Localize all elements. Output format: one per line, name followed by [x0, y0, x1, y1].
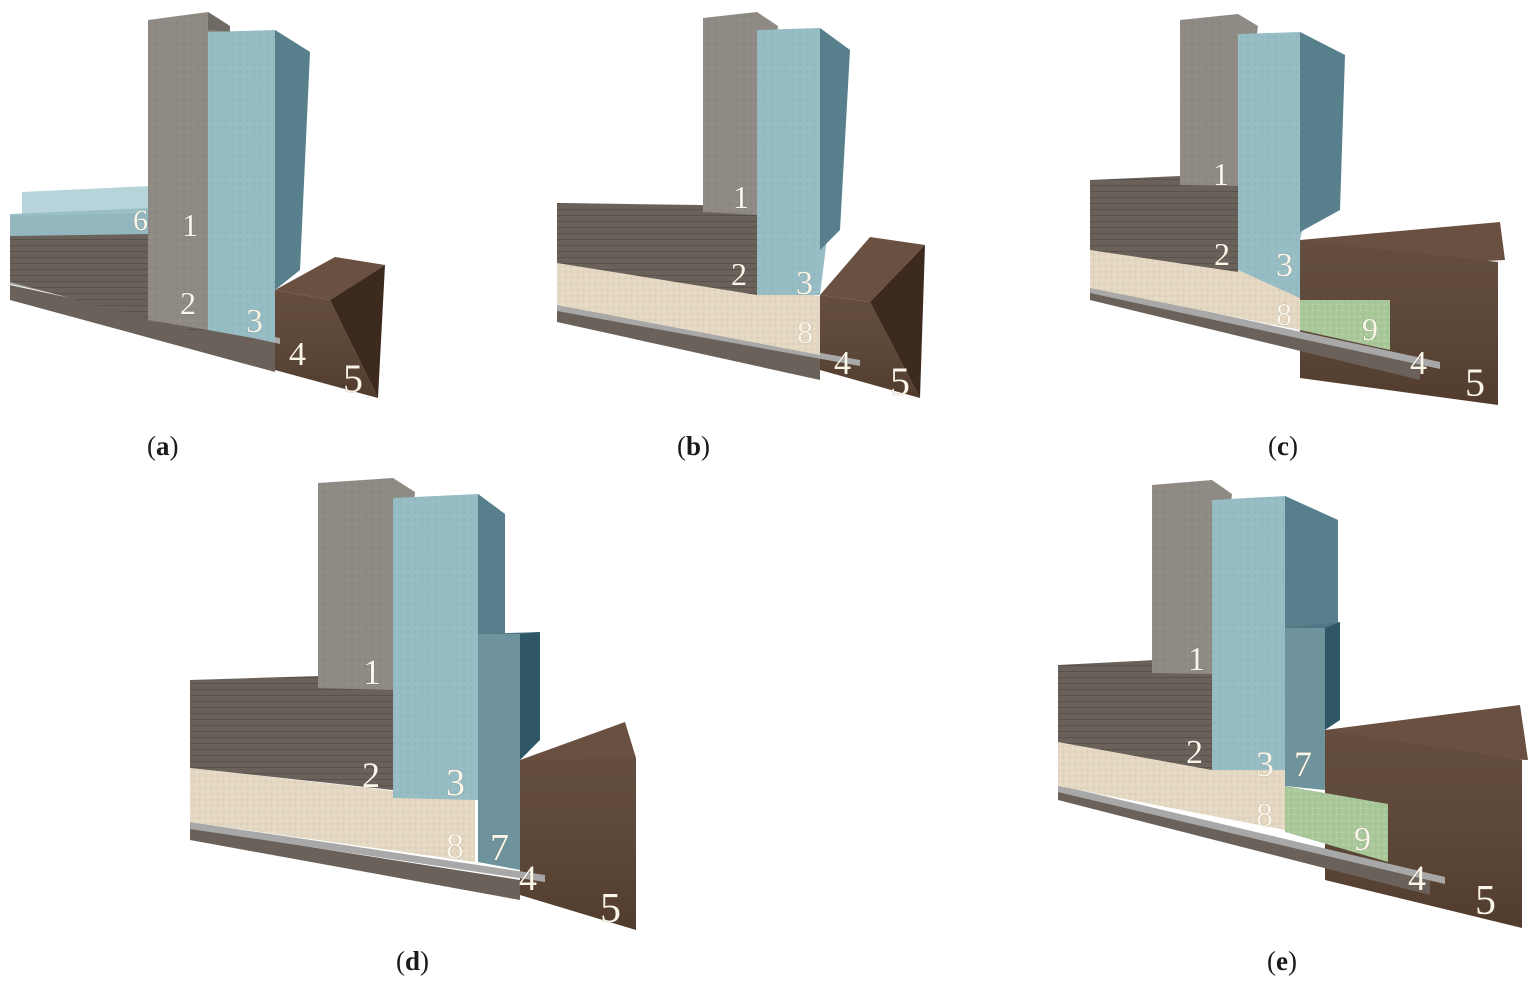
layer-membrane — [190, 822, 545, 882]
panel-labels: 1 2 3 7 8 9 4 5 — [1186, 641, 1497, 925]
label-5: 5 — [1475, 878, 1496, 924]
label-7: 7 — [490, 827, 509, 869]
caption-a: (a) — [147, 431, 179, 461]
caption-c: (c) — [1268, 431, 1298, 461]
layer-foundation-slab — [1090, 290, 1420, 380]
label-5: 5 — [1465, 360, 1485, 405]
label-9: 9 — [1354, 821, 1371, 858]
layer-soil — [820, 237, 925, 398]
layer-gravel — [1300, 300, 1390, 350]
layer-soil — [275, 257, 385, 398]
layer-wall-insulation — [1212, 496, 1338, 770]
caption-d: (d) — [396, 946, 429, 976]
layer-masonry-wall — [557, 203, 757, 295]
label-8: 8 — [1256, 797, 1273, 834]
label-4: 4 — [834, 345, 851, 382]
label-3: 3 — [796, 265, 813, 302]
layer-foundation-slab — [1058, 790, 1430, 895]
layer-foundation-slab — [10, 285, 275, 372]
label-8: 8 — [1276, 296, 1292, 332]
label-1: 1 — [733, 179, 749, 215]
label-9: 9 — [1362, 311, 1378, 347]
label-5: 5 — [343, 356, 363, 401]
layer-sand — [557, 262, 820, 355]
label-2: 2 — [1214, 236, 1230, 272]
label-7: 7 — [1294, 744, 1312, 784]
layer-wall-insulation — [208, 30, 310, 342]
caption-b: (b) — [677, 431, 710, 461]
layer-soil — [520, 722, 636, 930]
layer-masonry-wall — [1090, 176, 1238, 272]
label-8: 8 — [446, 826, 464, 866]
panel-c: 1 2 3 8 9 4 5 (c) — [1090, 14, 1505, 461]
label-3: 3 — [446, 762, 465, 804]
layer-membrane — [557, 305, 860, 366]
layer-masonry-wall — [190, 676, 393, 790]
panel-labels: 1 2 3 8 4 5 — [731, 179, 911, 405]
panel-labels: 1 2 3 8 7 4 5 — [362, 652, 622, 933]
label-4: 4 — [519, 858, 537, 898]
label-3: 3 — [246, 303, 263, 340]
layer-masonry-wall — [1058, 660, 1212, 770]
panel-labels: 1 2 3 8 9 4 5 — [1213, 156, 1486, 406]
label-4: 4 — [289, 336, 306, 373]
label-1: 1 — [1188, 641, 1205, 678]
label-4: 4 — [1408, 858, 1426, 898]
label-2: 2 — [180, 285, 196, 321]
layer-plinth-insulation — [1285, 622, 1340, 790]
panel-e: 1 2 3 7 8 9 4 5 (e) — [1058, 480, 1528, 976]
layer-membrane — [1090, 286, 1440, 369]
label-5: 5 — [600, 886, 621, 932]
panel-labels: 6 1 2 3 4 5 — [133, 204, 364, 402]
layer-floor-insulation — [10, 186, 150, 236]
caption-e: (e) — [1267, 946, 1297, 976]
layer-wall-insulation — [1238, 32, 1345, 298]
layer-concrete-wall — [318, 478, 415, 690]
label-2: 2 — [731, 256, 747, 292]
label-1: 1 — [182, 207, 198, 243]
layer-foundation-slab — [190, 828, 520, 900]
layer-soil — [1300, 222, 1505, 405]
layer-membrane — [1058, 785, 1445, 884]
label-4: 4 — [1410, 345, 1427, 382]
label-6: 6 — [133, 204, 148, 237]
label-3: 3 — [1276, 247, 1293, 284]
label-1: 1 — [363, 652, 381, 692]
label-2: 2 — [362, 755, 380, 795]
panel-d: 1 2 3 8 7 4 5 (d) — [190, 478, 636, 976]
label-5: 5 — [890, 359, 910, 404]
panel-a: 6 1 2 3 4 5 (a) — [10, 12, 385, 461]
layer-gravel — [1285, 786, 1388, 862]
label-8: 8 — [797, 314, 813, 350]
label-3: 3 — [1256, 744, 1274, 784]
layer-wall-insulation — [393, 494, 505, 800]
layer-sand — [190, 768, 475, 862]
label-2: 2 — [1186, 734, 1203, 771]
layer-plinth-insulation — [478, 632, 540, 870]
layer-wall-insulation — [757, 28, 850, 295]
label-1: 1 — [1213, 156, 1229, 192]
panel-b: 1 2 3 8 4 5 (b) — [557, 12, 925, 461]
layer-foundation-slab — [557, 310, 820, 380]
